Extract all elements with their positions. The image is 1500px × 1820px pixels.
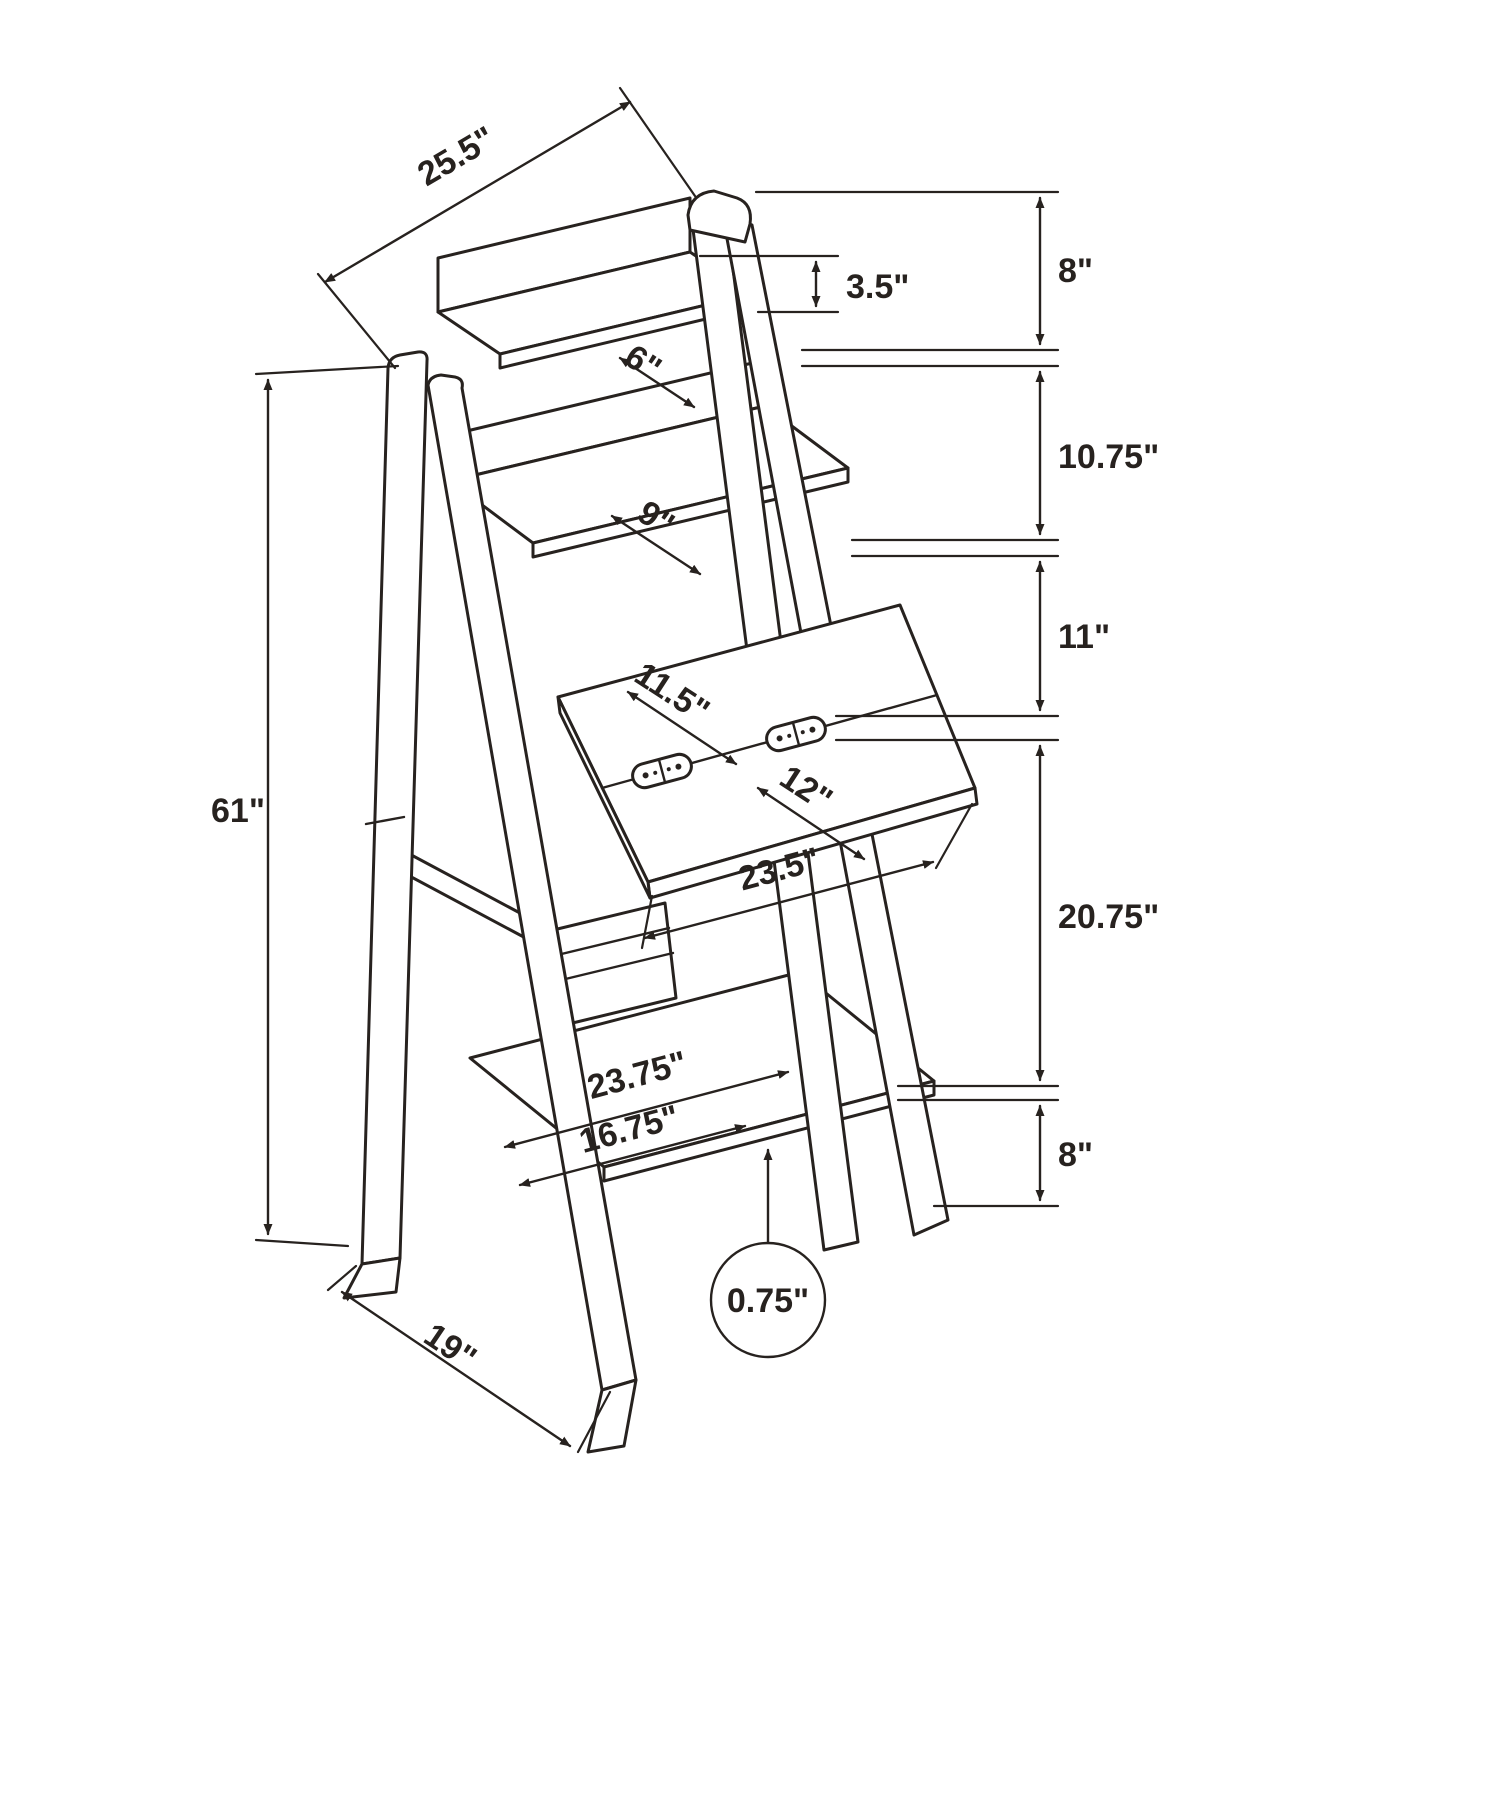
right-frame-apex xyxy=(686,189,752,244)
dim-top-shelf-depth-label: 6" xyxy=(618,337,668,388)
dimension-arrow xyxy=(643,860,935,940)
dimension-arrow xyxy=(610,514,702,576)
dim-second-section-height: 10.75" xyxy=(800,364,1159,542)
dim-bottom-section-label: 8" xyxy=(1058,1136,1093,1174)
dim-desk-section-label: 20.75" xyxy=(1058,898,1159,936)
hinge-screw-icon xyxy=(675,763,682,770)
extension-line xyxy=(618,86,697,198)
left-front-foot xyxy=(586,1378,638,1454)
hinge-screw-icon xyxy=(809,726,816,733)
left-rear-post-body xyxy=(360,350,429,1266)
dim-lip-height-label: 3.5" xyxy=(846,268,909,306)
dim-top-width-label: 25.5" xyxy=(411,119,501,194)
hinge-screw-icon xyxy=(642,772,649,779)
desk-hinge-2 xyxy=(765,715,827,753)
dim-top-section-label: 8" xyxy=(1058,252,1093,290)
hinge-screw-icon xyxy=(653,770,658,775)
hinge-screw-icon xyxy=(666,767,671,772)
dim-desk-section-height: 20.75" xyxy=(834,738,1159,1088)
dim-third-section-label: 11" xyxy=(1058,618,1110,656)
hinge-screw-icon xyxy=(787,733,792,738)
dimension-arrow xyxy=(618,356,696,409)
dim-total-height-label: 61" xyxy=(211,792,265,830)
dim-top-section-height: 8" xyxy=(754,190,1093,352)
dim-bottom-section-height: 8" xyxy=(896,1098,1093,1208)
dimension-arrow xyxy=(756,786,866,861)
extension-line xyxy=(254,364,400,376)
dim-total-height: 61" xyxy=(211,364,400,1248)
dim-second-section-label: 10.75" xyxy=(1058,438,1159,476)
dimension-arrow xyxy=(518,1124,747,1187)
extension-line xyxy=(326,1264,358,1292)
hinge-screw-icon xyxy=(800,730,805,735)
dim-base-depth-label: 19" xyxy=(417,1316,483,1378)
extension-line xyxy=(934,802,974,870)
dimension-arrow xyxy=(340,1290,572,1448)
dimension-arrow xyxy=(626,690,738,766)
left-post-joint-line xyxy=(364,815,406,826)
dim-panel-thickness: 0.75" xyxy=(709,1148,827,1359)
extension-line xyxy=(316,272,397,370)
hinge-seam xyxy=(791,721,801,747)
dimension-arrow xyxy=(323,100,632,284)
dim-third-section-height: 11" xyxy=(834,554,1110,718)
dim-panel-thickness-label: 0.75" xyxy=(727,1282,809,1320)
tray-inner-line xyxy=(551,951,675,984)
extension-line xyxy=(254,1238,350,1248)
hinge-screw-icon xyxy=(776,735,783,742)
left-rear-post xyxy=(342,350,429,1300)
left-rear-foot xyxy=(342,1256,402,1300)
extension-line xyxy=(576,1390,612,1454)
dim-lip-height: 3.5" xyxy=(698,254,909,314)
